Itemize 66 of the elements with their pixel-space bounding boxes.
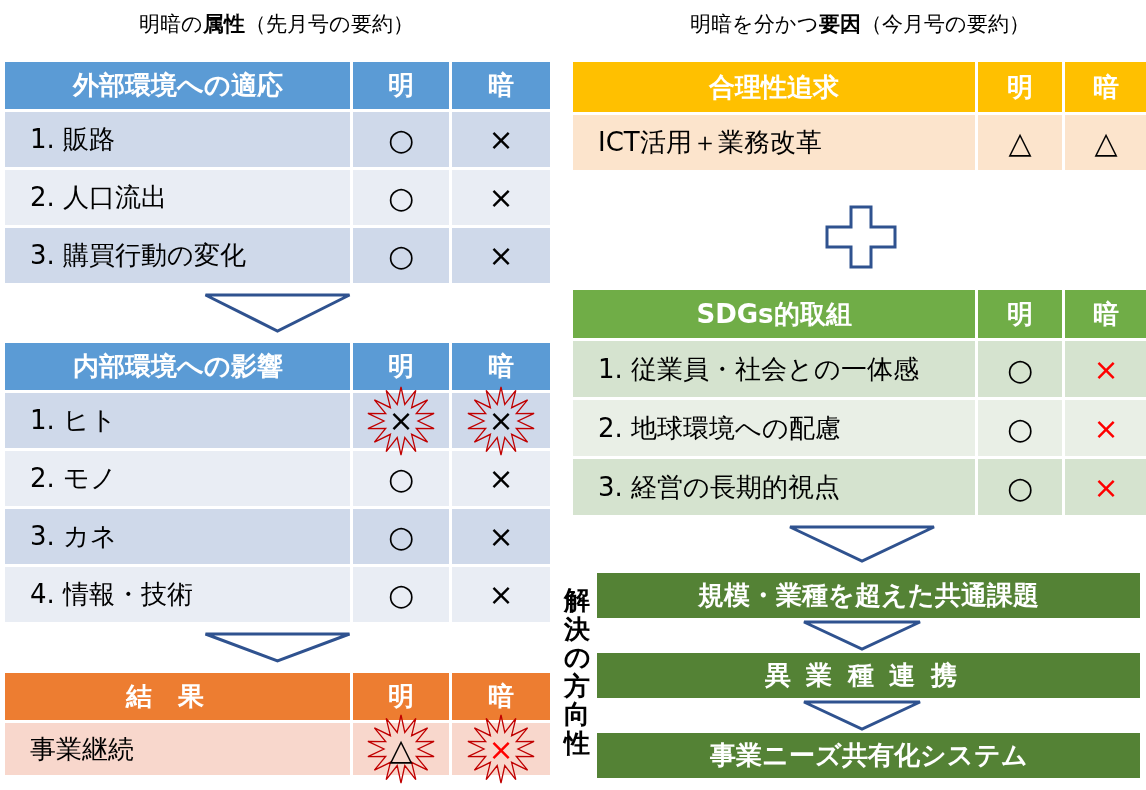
row-label: 4. 情報・技術 <box>30 578 194 611</box>
column-header: 外部環境への適応 <box>72 69 283 102</box>
rating-symbol: × <box>1093 351 1119 387</box>
chevron-arrow <box>788 525 936 563</box>
rating-symbol: × <box>488 461 514 496</box>
process-box: 規模・業種を超えた共通課題 <box>597 573 1140 618</box>
chevron-arrow <box>204 632 351 663</box>
chevron-arrow <box>802 620 922 651</box>
column-header: SDGs的取組 <box>696 297 852 331</box>
rating-symbol: × <box>488 403 514 438</box>
comparison-table <box>5 343 550 622</box>
rating-symbol: × <box>488 122 514 157</box>
rating-symbol: × <box>488 238 514 273</box>
column-header: 暗 <box>488 350 514 383</box>
column-header: 明 <box>1007 297 1033 331</box>
rating-symbol: × <box>488 519 514 554</box>
column-header: 暗 <box>488 69 514 102</box>
rating-symbol: ○ <box>387 461 415 496</box>
rating-symbol: × <box>488 577 514 612</box>
rating-symbol: × <box>1093 410 1119 446</box>
column-header: 明 <box>1007 70 1033 104</box>
row-label: 2. 地球環境への配慮 <box>598 411 842 445</box>
row-label: 2. モノ <box>30 462 118 495</box>
rating-symbol: △ <box>1008 125 1032 160</box>
rating-symbol: × <box>1093 469 1119 505</box>
row-label: 1. 従業員・社会との一体感 <box>598 352 920 386</box>
row-label: 1. 販路 <box>30 123 116 156</box>
rating-symbol: △ <box>389 731 413 767</box>
row-label: 事業継続 <box>30 732 134 766</box>
rating-symbol: × <box>388 403 414 438</box>
column-header: 明 <box>388 69 414 102</box>
rating-symbol: ○ <box>1006 351 1034 387</box>
column-header: 結果 <box>125 680 230 713</box>
rating-symbol: △ <box>1094 125 1118 160</box>
rating-symbol: ○ <box>387 519 415 554</box>
rating-symbol: ○ <box>387 577 415 612</box>
rating-symbol: ○ <box>387 122 415 157</box>
rating-symbol: ○ <box>1006 410 1034 446</box>
section-heading: 明暗を分かつ要因（今月号の要約） <box>688 11 1031 38</box>
column-header: 明 <box>388 350 414 383</box>
rating-symbol: ○ <box>387 238 415 273</box>
column-header: 暗 <box>1093 297 1119 331</box>
rating-symbol: × <box>488 180 514 215</box>
comparison-table <box>573 290 1146 515</box>
column-header: 暗 <box>488 680 514 713</box>
row-label: ICT活用＋業務改革 <box>598 126 822 159</box>
row-label: 3. 購買行動の変化 <box>30 239 247 272</box>
chevron-arrow <box>204 293 351 333</box>
row-label: 1. ヒト <box>30 404 118 437</box>
vertical-label: 解決の方向性 <box>564 586 590 758</box>
row-label: 3. カネ <box>30 520 118 553</box>
column-header: 合理性追求 <box>709 70 839 104</box>
row-label: 2. 人口流出 <box>30 181 168 214</box>
rating-symbol: × <box>488 731 514 767</box>
process-box: 異業種連携 <box>597 653 1140 698</box>
rating-symbol: ○ <box>1006 469 1034 505</box>
column-header: 明 <box>388 680 414 713</box>
comparison-table <box>573 62 1146 170</box>
column-header: 暗 <box>1093 70 1119 104</box>
comparison-table <box>5 62 550 283</box>
chevron-arrow <box>802 700 922 731</box>
rating-symbol: ○ <box>387 180 415 215</box>
row-label: 3. 経営の長期的視点 <box>598 470 841 504</box>
column-header: 内部環境への影響 <box>72 350 283 383</box>
section-heading: 明暗の属性（先月号の要約） <box>138 11 415 38</box>
process-box: 事業ニーズ共有化システム <box>597 733 1140 778</box>
